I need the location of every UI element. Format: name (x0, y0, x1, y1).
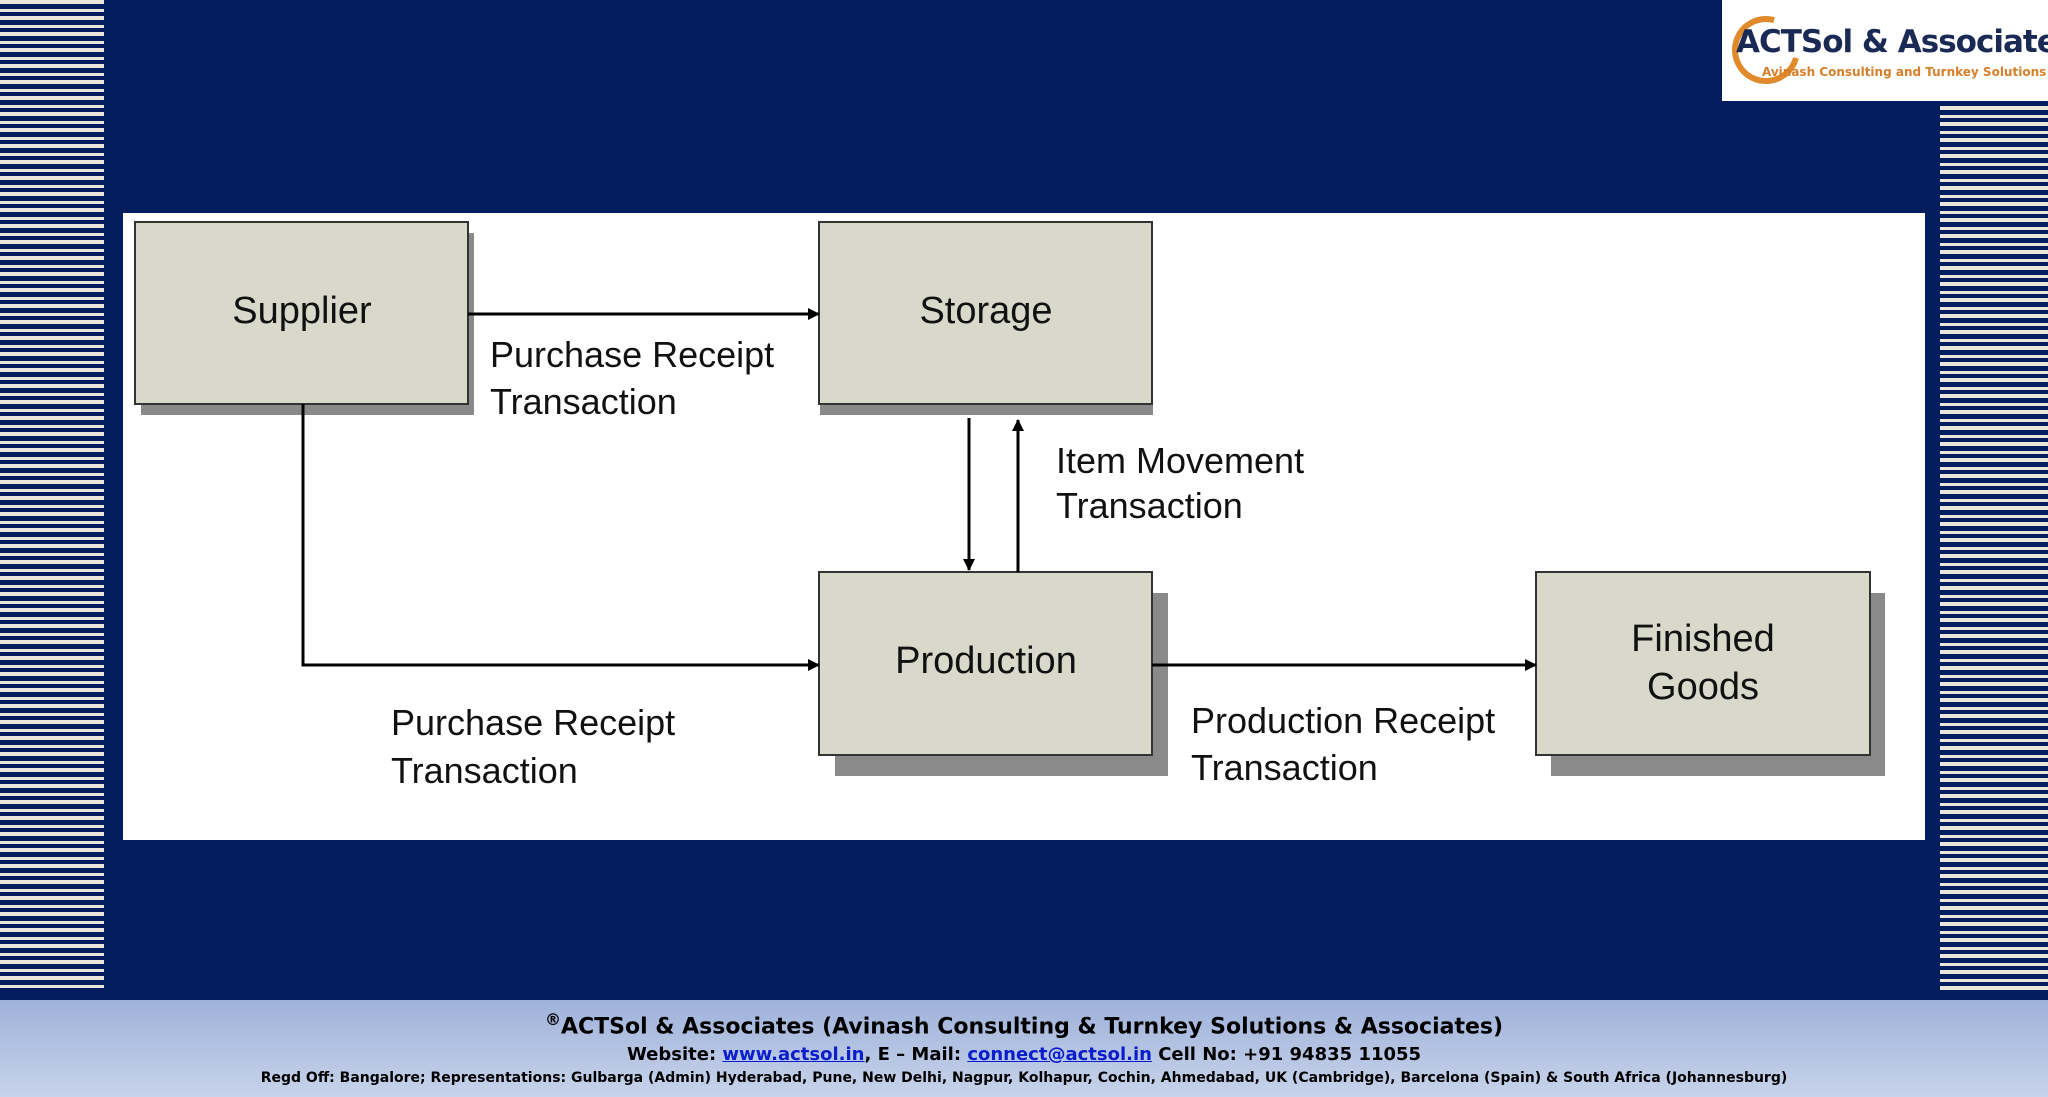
edge-label-item-movement-line1: Item Movement (1056, 440, 1304, 481)
edge-label-item-movement-line2: Transaction (1056, 485, 1243, 526)
edge-label-supplier-storage-line1: Purchase Receipt (490, 334, 774, 375)
footer-contact-line: Website: www.actsol.in, E – Mail: connec… (0, 1044, 2048, 1065)
finished-goods-label-line2: Goods (1647, 666, 1759, 708)
supplier-node: Supplier (134, 221, 474, 415)
supplier-label: Supplier (232, 290, 372, 332)
left-stripe-border (0, 0, 104, 990)
company-logo: ACTSol & Associates Avinash Consulting a… (1719, 0, 2048, 101)
diagram-panel: Supplier Storage Production Finished Goo… (123, 213, 1925, 840)
arrow-supplier-production (301, 404, 820, 671)
footer-company-line: ®ACTSol & Associates (Avinash Consulting… (0, 1010, 2048, 1039)
storage-node: Storage (818, 221, 1153, 415)
footer-address-line: Regd Off: Bangalore; Representations: Gu… (260, 1070, 1788, 1086)
edge-label-supplier-storage-line2: Transaction (490, 381, 677, 422)
edge-label-production-finished-line2: Transaction (1191, 747, 1378, 788)
logo-subtitle: Avinash Consulting and Turnkey Solutions (1762, 65, 2047, 79)
website-label: Website: (626, 1044, 717, 1065)
logo-title: ACTSol & Associates (1736, 24, 2048, 60)
right-stripe-border (1940, 106, 2048, 990)
phone-number: Cell No: +91 94835 11055 (1151, 1044, 1422, 1065)
website-link[interactable]: www.actsol.in (722, 1044, 865, 1065)
finished-goods-node: Finished Goods (1535, 571, 1885, 776)
finished-goods-label-line1: Finished (1631, 618, 1775, 660)
flow-diagram: Supplier Storage Production Finished Goo… (134, 221, 1885, 791)
footer: ®ACTSol & Associates (Avinash Consulting… (0, 1000, 2048, 1097)
email-label: , E – Mail: (864, 1044, 962, 1065)
edge-label-production-finished-line1: Production Receipt (1191, 700, 1495, 741)
storage-label: Storage (919, 290, 1052, 332)
registered-mark: ® (544, 1010, 561, 1029)
production-label: Production (895, 640, 1077, 682)
footer-company-name: ACTSol & Associates (Avinash Consulting … (560, 1014, 1504, 1040)
edge-label-supplier-production-line1: Purchase Receipt (391, 702, 675, 743)
edge-label-supplier-production-line2: Transaction (391, 750, 578, 791)
production-node: Production (818, 571, 1168, 776)
email-link[interactable]: connect@actsol.in (967, 1044, 1152, 1065)
